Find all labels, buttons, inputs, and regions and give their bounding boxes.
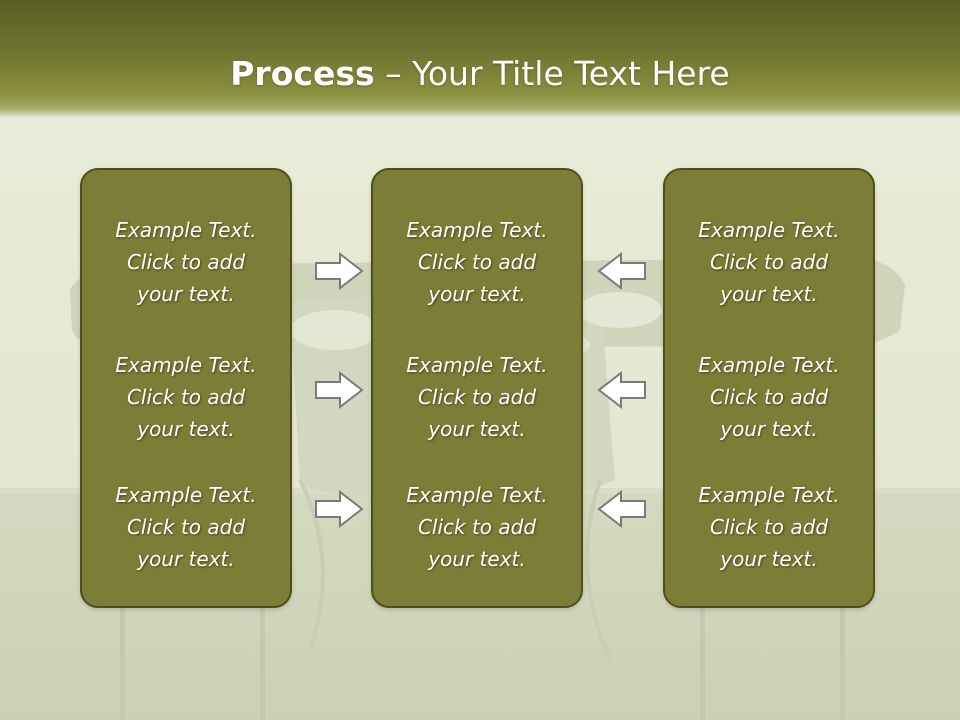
left-text-box[interactable]: Example Text. Click to add your text. Ex… — [80, 168, 292, 608]
title-bar: Process – Your Title Text Here — [0, 0, 960, 118]
text-line: your text. — [428, 282, 526, 306]
left-arrow-icon — [597, 371, 646, 409]
text-line: Example Text. — [698, 218, 840, 242]
text-block[interactable]: Example Text. Click to add your text. — [82, 214, 290, 310]
text-block[interactable]: Example Text. Click to add your text. — [373, 214, 581, 310]
text-line: Example Text. — [115, 353, 257, 377]
text-line: your text. — [720, 282, 818, 306]
text-block[interactable]: Example Text. Click to add your text. — [82, 349, 290, 445]
text-block[interactable]: Example Text. Click to add your text. — [665, 479, 873, 575]
title-bold-part: Process — [230, 54, 375, 93]
center-text-box[interactable]: Example Text. Click to add your text. Ex… — [371, 168, 583, 608]
text-block[interactable]: Example Text. Click to add your text. — [373, 479, 581, 575]
text-line: Click to add — [126, 250, 246, 274]
text-line: your text. — [137, 547, 235, 571]
text-block[interactable]: Example Text. Click to add your text. — [82, 479, 290, 575]
text-line: Click to add — [709, 385, 829, 409]
text-line: your text. — [428, 547, 526, 571]
text-line: Example Text. — [115, 483, 257, 507]
text-line: Example Text. — [115, 218, 257, 242]
text-line: your text. — [720, 417, 818, 441]
text-line: Example Text. — [698, 483, 840, 507]
text-line: Example Text. — [406, 218, 548, 242]
text-block[interactable]: Example Text. Click to add your text. — [665, 214, 873, 310]
right-arrow-icon — [315, 252, 364, 290]
right-text-box[interactable]: Example Text. Click to add your text. Ex… — [663, 168, 875, 608]
text-line: your text. — [137, 282, 235, 306]
slide-title[interactable]: Process – Your Title Text Here — [0, 52, 960, 96]
text-line: Click to add — [126, 385, 246, 409]
text-line: Example Text. — [406, 483, 548, 507]
text-line: your text. — [720, 547, 818, 571]
text-line: Click to add — [709, 515, 829, 539]
text-block[interactable]: Example Text. Click to add your text. — [665, 349, 873, 445]
right-arrow-icon — [315, 490, 364, 528]
text-line: Click to add — [709, 250, 829, 274]
text-line: Example Text. — [698, 353, 840, 377]
left-arrow-icon — [597, 490, 646, 528]
title-text-part: – Your Title Text Here — [374, 54, 730, 93]
text-line: Click to add — [417, 250, 537, 274]
left-arrow-icon — [597, 252, 646, 290]
text-line: your text. — [137, 417, 235, 441]
text-line: Click to add — [417, 515, 537, 539]
text-line: your text. — [428, 417, 526, 441]
text-block[interactable]: Example Text. Click to add your text. — [373, 349, 581, 445]
text-line: Click to add — [417, 385, 537, 409]
right-arrow-icon — [315, 371, 364, 409]
text-line: Example Text. — [406, 353, 548, 377]
text-line: Click to add — [126, 515, 246, 539]
